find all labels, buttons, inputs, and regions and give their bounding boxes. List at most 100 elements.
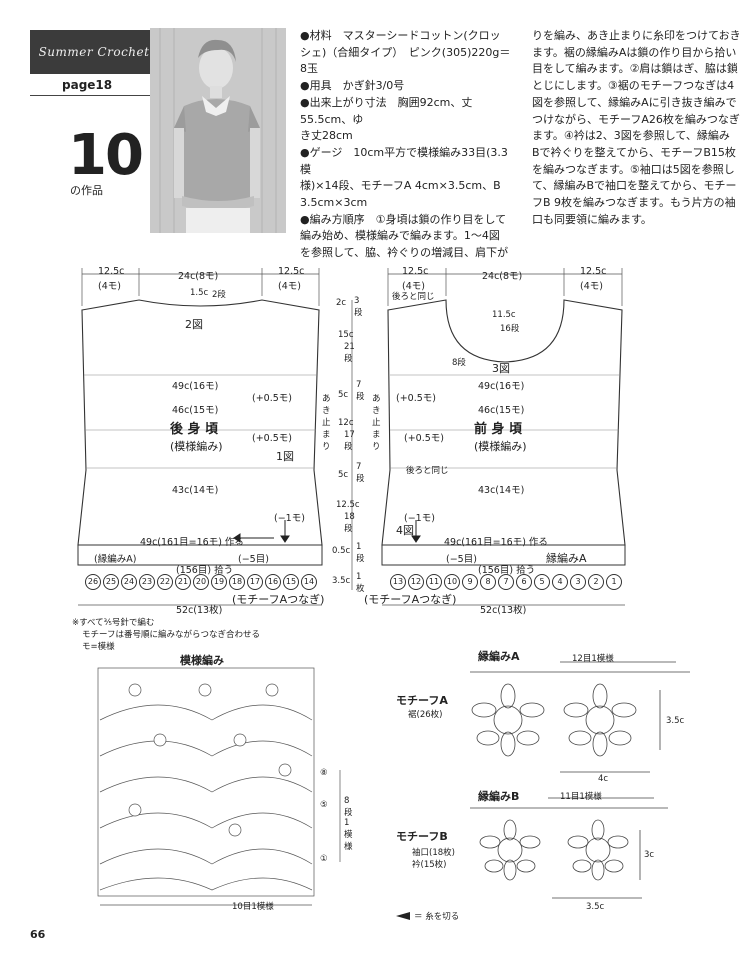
- motif-a: 18: [229, 574, 245, 590]
- front-edging-a: 縁編みA: [546, 552, 587, 565]
- back-foundation-chain: 49c(161目=16モ) 作る: [140, 537, 244, 548]
- note-hook: ※すべて⅗号針で編む: [72, 618, 155, 628]
- project-number: 10: [68, 123, 144, 188]
- pattern-row-repeat: 8段1模様: [344, 796, 353, 852]
- note-abbreviation: モ=模様: [82, 642, 115, 652]
- motif-a: 19: [211, 574, 227, 590]
- motif-a-title: モチーフA: [396, 694, 448, 707]
- back-top-left-dim: 12.5c: [98, 266, 125, 277]
- back-top-right-dim-sub: (4モ): [278, 281, 301, 292]
- motif-a: 5: [534, 574, 550, 590]
- vert-rows-7: 1段: [356, 542, 365, 564]
- edging-b-title: 縁編みB: [478, 790, 520, 803]
- pattern-row-5: ⑤: [320, 800, 328, 810]
- back-decrease-5: (−5目): [238, 554, 269, 565]
- vert-dim-5: 5c: [338, 470, 349, 480]
- note-motif-order: モチーフは番号順に編みながらつなぎ合わせる: [82, 630, 260, 640]
- motif-b-sleeve-count: 袖口(18枚): [412, 848, 455, 858]
- vert-dim-3: 5c: [338, 390, 349, 400]
- front-decrease-1: (−1モ): [404, 513, 435, 524]
- materials-instructions-col1: ●材料 マスターシードコットン(クロッシェ)（合細タイプ） ピンク(305)22…: [300, 29, 511, 260]
- motif-a: 15: [283, 574, 299, 590]
- front-pick-up: (156目) 拾う: [478, 565, 536, 576]
- pattern-chart-title: 模様編み: [180, 654, 224, 667]
- front-neck-depth: 11.5c: [492, 310, 516, 320]
- motif-a: 26: [85, 574, 101, 590]
- motif-b-width: 3.5c: [586, 902, 605, 912]
- motif-a: 4: [552, 574, 568, 590]
- front-increase-1: (+0.5モ): [396, 393, 436, 404]
- front-motif-join: (モチーフAつなぎ): [364, 593, 457, 606]
- pattern-row-1: ①: [320, 854, 328, 864]
- motif-a: 17: [247, 574, 263, 590]
- materials-instructions-col2: りを編み、あき止まりに糸印をつけておきます。裾の縁編みAは鎖の作り目から拾い目を…: [532, 29, 741, 226]
- back-neck-dim: 1.5c: [190, 288, 209, 298]
- vert-rows-8: 1枚: [356, 572, 365, 594]
- cut-thread-legend: ＝ 糸を切る: [414, 912, 460, 922]
- back-neck-rows: 2段: [212, 290, 226, 300]
- back-edging-a: (縁編みA): [94, 554, 137, 565]
- front-foundation-chain: 49c(161目=16モ) 作る: [444, 537, 548, 548]
- pattern-stitch-repeat: 10目1模様: [232, 902, 274, 912]
- motif-a: 16: [265, 574, 281, 590]
- vert-rows-5: 7段: [356, 462, 365, 484]
- motif-a: 13: [390, 574, 406, 590]
- motif-b-collar-count: 衿(15枚): [412, 860, 447, 870]
- edging-a-repeat: 12目1模様: [572, 654, 614, 664]
- divider: [30, 95, 158, 96]
- front-decrease-5: (−5目): [446, 554, 477, 565]
- back-motif-join: (モチーフAつなぎ): [232, 593, 325, 606]
- back-increase-2: (+0.5モ): [252, 433, 292, 444]
- vert-dim-4: 12c: [338, 418, 354, 428]
- back-width-43: 43c(14モ): [172, 485, 219, 496]
- back-width-46: 46c(15モ): [172, 405, 219, 416]
- motif-a: 11: [426, 574, 442, 590]
- motif-b-height: 3c: [644, 850, 655, 860]
- front-top-right-dim-sub: (4モ): [580, 281, 603, 292]
- front-top-center-dim: 24c(8モ): [482, 271, 523, 282]
- front-top-right-dim: 12.5c: [580, 266, 607, 277]
- back-body-subtitle: (模様編み): [170, 440, 223, 453]
- motif-a: 20: [193, 574, 209, 590]
- vert-dim-7: 0.5c: [332, 546, 351, 556]
- front-same-as-back: 後ろと同じ: [392, 292, 435, 302]
- front-top-left-dim: 12.5c: [402, 266, 429, 277]
- motif-a-count: 裾(26枚): [408, 710, 443, 720]
- motif-a: 25: [103, 574, 119, 590]
- back-bottom-dim: 52c(13枚): [176, 605, 223, 616]
- opening-stop-right: あき止まり: [372, 394, 381, 452]
- front-neck-side-rows: 8段: [452, 358, 466, 368]
- vert-rows-2: 21段: [344, 342, 355, 364]
- back-pick-up: (156目) 拾う: [176, 565, 234, 576]
- motif-a: 22: [157, 574, 173, 590]
- vert-rows-3: 7段: [356, 380, 365, 402]
- cut-thread-arrow-icon: [396, 912, 410, 920]
- front-figure-4-label: 4図: [396, 524, 414, 537]
- series-banner: Summer Crochet: [30, 30, 158, 74]
- front-figure-3-label: 3図: [492, 362, 510, 375]
- back-top-right-dim: 12.5c: [278, 266, 305, 277]
- back-top-center-dim: 24c(8モ): [178, 271, 219, 282]
- page-number: 66: [30, 928, 46, 941]
- motif-a: 1: [606, 574, 622, 590]
- back-width-49: 49c(16モ): [172, 381, 219, 392]
- front-neck-rows: 16段: [500, 324, 520, 334]
- vert-dim-2: 15c: [338, 330, 354, 340]
- front-top-left-dim-sub: (4モ): [402, 281, 425, 292]
- front-same-as-back-2: 後ろと同じ: [406, 466, 449, 476]
- vert-rows-4: 17段: [344, 430, 355, 452]
- front-width-46: 46c(15モ): [478, 405, 525, 416]
- page-reference: page18: [62, 78, 113, 92]
- vert-dim-6: 12.5c: [336, 500, 360, 510]
- model-photo: [150, 28, 286, 233]
- edging-a-title: 縁編みA: [478, 650, 520, 663]
- back-top-left-dim-sub: (4モ): [98, 281, 121, 292]
- vert-rows-6: 18段: [344, 512, 355, 534]
- motif-a: 24: [121, 574, 137, 590]
- motif-a: 8: [480, 574, 496, 590]
- back-figure-2-label: 2図: [185, 318, 203, 331]
- front-width-49: 49c(16モ): [478, 381, 525, 392]
- motif-a: 7: [498, 574, 514, 590]
- motif-a: 9: [462, 574, 478, 590]
